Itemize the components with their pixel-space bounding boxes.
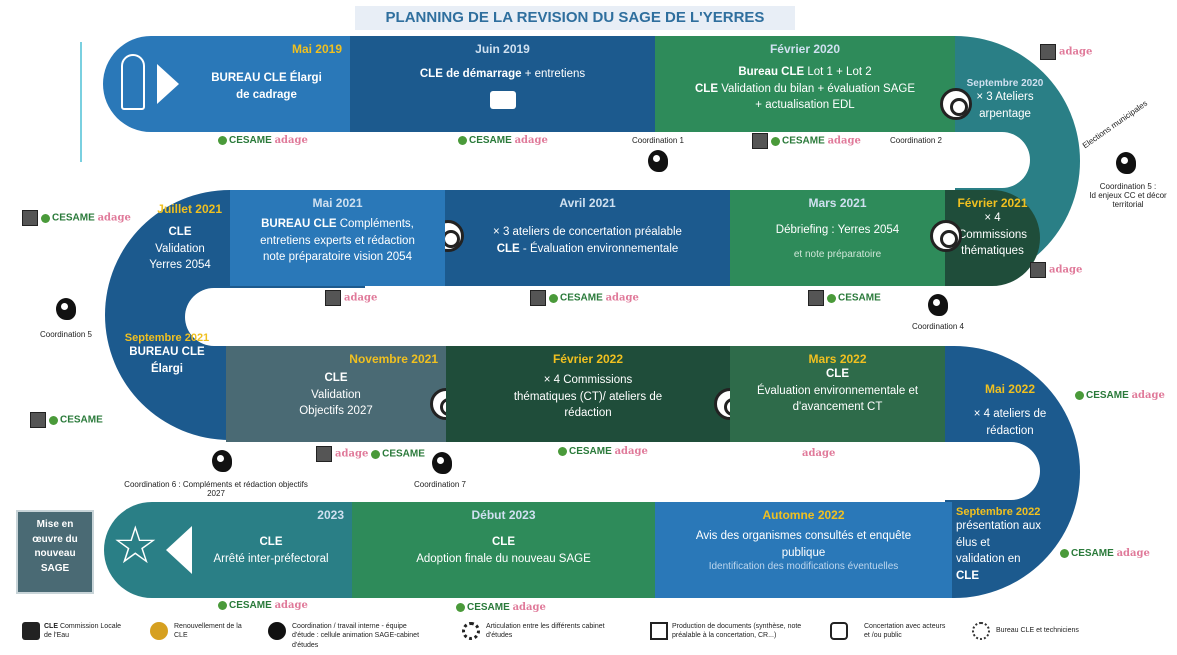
- row4-left-cap: ☆: [104, 502, 352, 598]
- coordination-7-label: Coordination 7: [413, 480, 467, 489]
- segment-septembre-2020: Septembre 2020 × 3 Ateliers arpentage: [966, 78, 1044, 120]
- articulation-gear-icon-2: [930, 220, 962, 252]
- cesame-logo-1: CESAME: [808, 290, 881, 306]
- segment-septembre-2021: Septembre 2021 BUREAU CLE Élargi: [124, 332, 210, 375]
- rocket-icon: [121, 54, 145, 110]
- meeting-icon: [489, 90, 516, 109]
- bureau-head-icon: [972, 622, 990, 640]
- adage-logo-3: adage: [1030, 262, 1082, 278]
- segment-septembre-2022: Septembre 2022 présentation aux élus et …: [956, 506, 1042, 583]
- segment-debut-2023: Début 2023 CLE Adoption finale du nouvea…: [352, 502, 655, 598]
- elections-label: Elections municipales: [1080, 98, 1150, 151]
- coordination-6-label: Coordination 6 : Compléments et rédactio…: [124, 480, 308, 498]
- coordination-head-icon-1: [648, 150, 668, 172]
- segment-novembre-2021: Novembre 2021 CLE Validation Objectifs 2…: [226, 346, 446, 442]
- curve-right-1-inner: [940, 132, 1030, 188]
- arrow-left-icon: [166, 526, 192, 574]
- arrow-icon: [157, 64, 179, 104]
- star-icon: ☆: [112, 516, 159, 576]
- legend-bureau: Bureau CLE et techniciens: [996, 627, 1079, 634]
- segment-juin-2019: Juin 2019 CLE de démarrage + entretiens: [350, 36, 655, 132]
- adage-logo-2: adage: [325, 290, 377, 306]
- gear-icon: [462, 622, 480, 640]
- cesame-adage-logo-11: CESAME adage: [456, 602, 546, 613]
- renewal-icon: [150, 622, 168, 640]
- cesame-adage-logo-3: CESAME adage: [752, 133, 861, 149]
- concertation-icon: [830, 622, 848, 640]
- coordination-head-icon-7: [432, 452, 452, 474]
- segment-2023: 2023 CLE Arrêté inter-préfectoral: [213, 508, 344, 565]
- coordination-5-label: Coordination 5: [39, 330, 93, 339]
- segment-fevrier-2022: Février 2022 × 4 Commissions thématiques…: [446, 346, 730, 442]
- cesame-adage-logo-5: CESAME adage: [530, 290, 639, 306]
- coordination-head-icon: [268, 622, 286, 640]
- segment-mars-2021: Mars 2021 Débriefing : Yerres 2054 et no…: [730, 190, 945, 286]
- coordination-head-icon-5a: [1116, 152, 1136, 174]
- page-title: PLANNING DE LA REVISION DU SAGE DE L'YER…: [355, 6, 795, 30]
- segment-fevrier-2020: Février 2020 Bureau CLE Lot 1 + Lot 2 CL…: [655, 36, 955, 132]
- mise-en-oeuvre-box: Mise en œuvre du nouveau SAGE: [16, 510, 94, 594]
- cesame-adage-logo-10: CESAME adage: [218, 600, 308, 611]
- cle-group-icon: [22, 622, 40, 640]
- curve-right-2-inner: [930, 442, 1040, 500]
- articulation-gear-icon: [940, 88, 972, 120]
- row2-left-curve-inner: [185, 288, 385, 346]
- cesame-logo-2: CESAME: [30, 412, 103, 428]
- coordination-4-label: Coordination 4: [911, 322, 965, 331]
- segment-avril-2021: Avril 2021 × 3 ateliers de concertation …: [445, 190, 730, 286]
- segment-mai-2022: Mai 2022 × 4 ateliers de rédaction: [973, 382, 1047, 437]
- adage-logo-4: adage: [802, 448, 836, 459]
- cesame-adage-logo-8: CESAME adage: [1075, 390, 1165, 401]
- coordination-1-label: Coordination 1: [631, 136, 685, 145]
- cesame-adage-logo-1: CESAME adage: [218, 135, 308, 146]
- cesame-adage-logo-6: adage CESAME: [316, 446, 425, 462]
- cesame-adage-logo-9: CESAME adage: [1060, 548, 1150, 559]
- segment-automne-2022: Automne 2022 Avis des organismes consult…: [655, 502, 952, 598]
- adage-logo-1: adage: [1040, 44, 1092, 60]
- coordination-head-icon-4: [928, 294, 948, 316]
- coordination-2-label: Coordination 2: [889, 136, 943, 145]
- segment-mai-2021: Mai 2021 BUREAU CLE Compléments, entreti…: [230, 190, 445, 286]
- segment-mai-2019: Mai 2019 BUREAU CLE Élargi de cadrage: [183, 36, 350, 132]
- timeline-start-line: [80, 42, 82, 162]
- coordination-head-icon-5: [56, 298, 76, 320]
- row1-start-cap: [103, 36, 183, 132]
- cesame-adage-logo-4: CESAME adage: [22, 210, 131, 226]
- document-icon: [650, 622, 668, 640]
- coordination-head-icon-6: [212, 450, 232, 472]
- legend-articulation: Articulation entre les différents cabine…: [486, 623, 605, 640]
- cesame-adage-logo-2: CESAME adage: [458, 135, 548, 146]
- segment-mars-2022: Mars 2022 CLE Évaluation environnemental…: [730, 346, 945, 442]
- segment-juillet-2021: Juillet 2021 CLE Validation Yerres 2054: [149, 202, 222, 272]
- cesame-adage-logo-7: CESAME adage: [558, 446, 648, 457]
